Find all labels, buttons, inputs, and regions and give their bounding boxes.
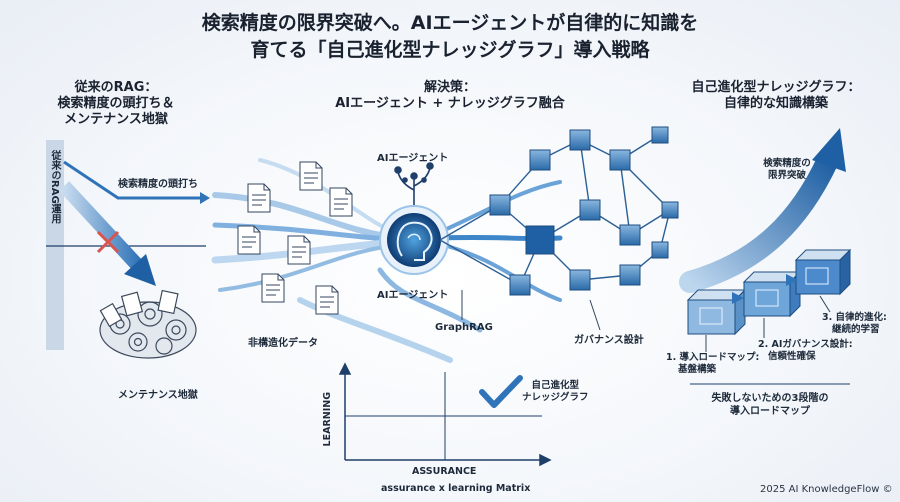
plateau-arrow-head <box>200 192 210 204</box>
gear-pile-icon <box>99 289 197 359</box>
check-icon <box>479 375 523 408</box>
assurance-axis-label: ASSURANCE <box>412 466 477 477</box>
step2-detail: 信頼性確保 <box>768 351 816 362</box>
step1-title: 1. 導入ロードマップ: <box>666 352 760 363</box>
check-label-line2: ナレッジグラフ <box>522 392 589 403</box>
step2-title: 2. AIガバナンス設計: <box>758 339 853 350</box>
left-heading-line2: 検索精度の頭打ち＆ <box>57 96 175 111</box>
left-heading: 従来のRAG： 検索精度の頭打ち＆ メンテナンス地獄 <box>36 80 196 128</box>
document-icons <box>237 161 353 315</box>
knowledge-graph-network <box>439 134 671 286</box>
rag-axis-bar <box>46 140 64 350</box>
step3-title: 3. 自律的進化: <box>822 312 887 323</box>
step1-label: 1. 導入ロードマップ: 基盤構築 <box>666 352 759 376</box>
step3-detail: 継続的学習 <box>832 324 880 335</box>
ai-agent-label-bottom: AIエージェント <box>377 290 449 301</box>
page-title-line1: 検索精度の限界突破へ。AIエージェントが自律的に知識を <box>201 12 699 34</box>
check-label-line1: 自己進化型 <box>531 380 580 391</box>
decline-arrow-head <box>124 254 156 286</box>
breakthrough-label: 検索精度の 限界突破 <box>752 158 822 182</box>
governance-pointer <box>589 299 601 331</box>
center-heading: 解決策： AIエージェント + ナレッジグラフ融合 <box>300 80 600 112</box>
center-heading-line1: 解決策： <box>423 80 476 95</box>
step-leader-lines <box>705 295 831 352</box>
breakthrough-arrow-body <box>679 149 839 293</box>
step2-label: 2. AIガバナンス設計: 信頼性確保 <box>758 339 853 363</box>
footer-copyright: 2025 AI KnowledgeFlow © <box>760 484 893 495</box>
step-arrows <box>732 274 798 304</box>
plateau-label: 検索精度の頭打ち <box>118 179 198 190</box>
maintenance-hell-label: メンテナンス地獄 <box>118 390 198 401</box>
right-heading: 自己進化型ナレッジグラフ： 自律的な知識構築 <box>676 80 876 112</box>
left-heading-line3: メンテナンス地獄 <box>64 112 168 127</box>
page-title-line2: 育てる「自己進化型ナレッジグラフ」導入戦略 <box>250 39 650 61</box>
roadmap-caption-line1: 失敗しないための3段階の <box>711 393 829 404</box>
graphrag-label: GraphRAG <box>435 322 493 333</box>
check-label: 自己進化型 ナレッジグラフ <box>522 380 589 404</box>
left-heading-line1: 従来のRAG： <box>74 80 158 95</box>
plateau-arrow-line <box>63 160 200 200</box>
breakthrough-arrow-head <box>812 128 846 172</box>
right-heading-line1: 自己進化型ナレッジグラフ： <box>691 80 861 95</box>
right-heading-line2: 自律的な知識構築 <box>723 96 828 111</box>
step3-label: 3. 自律的進化: 継続的学習 <box>822 312 887 336</box>
ai-agent-label-top: AIエージェント <box>377 153 449 164</box>
matrix-caption: assurance x learning Matrix <box>381 483 531 494</box>
breakthrough-line1: 検索精度の <box>763 158 811 169</box>
left-panel-graphics <box>46 140 210 359</box>
graph-node-cubes <box>489 126 679 296</box>
decline-arrow-body <box>58 181 146 273</box>
rag-vertical-label: 従来のRAG運用 <box>49 150 60 224</box>
roadmap-caption: 失敗しないための3段階の 導入ロードマップ <box>690 392 850 418</box>
step1-detail: 基盤構築 <box>678 364 717 375</box>
center-heading-line2: AIエージェント + ナレッジグラフ融合 <box>335 96 565 111</box>
ai-agent-brain-icon <box>379 205 449 275</box>
learning-axis-label: LEARNING <box>322 392 333 447</box>
knowledge-tree-icon <box>394 162 434 205</box>
governance-label: ガバナンス設計 <box>574 335 644 346</box>
breakthrough-line2: 限界突破 <box>767 170 806 181</box>
roadmap-caption-line2: 導入ロードマップ <box>730 406 810 417</box>
unstructured-data-label: 非構造化データ <box>248 338 318 349</box>
assurance-learning-matrix <box>338 362 552 467</box>
fail-cross-icon <box>96 230 120 254</box>
